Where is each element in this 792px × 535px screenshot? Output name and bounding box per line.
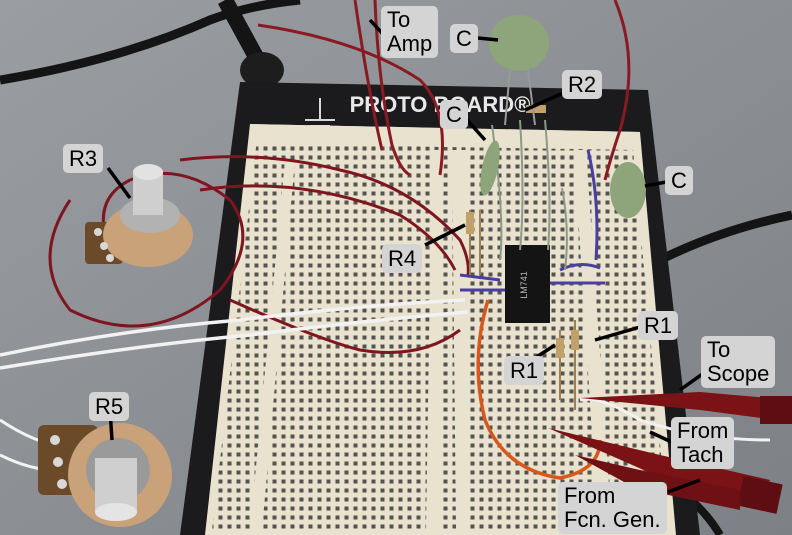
label-c-right: C [665,166,693,195]
label-c-top: C [450,24,478,53]
red-wire-to-amp-2 [353,0,384,151]
resistor-r4 [466,212,474,234]
label-r5: R5 [89,392,130,421]
resistor-r1-left [556,338,564,358]
purple-wires [459,263,605,292]
resistor-r1-right [571,330,579,350]
capacitor-right [610,162,646,218]
red-wire-r3-board-2 [199,184,457,271]
orange-wire [476,299,602,480]
white-wire-2 [0,310,469,370]
red-wire-lower [229,298,461,354]
label-r2: R2 [562,70,603,99]
potentiometer-r5 [38,423,172,527]
probe-scope [580,392,792,424]
capacitor-top [489,15,549,71]
purple-wire-vertical [586,149,599,261]
ic-chip [505,245,550,323]
red-wire-loop-r3 [48,171,245,328]
label-r4: R4 [382,244,423,273]
label-to-scope: To Scope [701,336,776,388]
channel-1 [250,160,295,530]
red-wire-to-amp-1 [373,0,411,177]
label-to-amp: To Amp [381,6,439,58]
label-r1-right: R1 [638,311,679,340]
capacitor-left [480,140,500,196]
ground-symbol-icon [305,98,335,133]
red-wire-right [603,0,631,181]
black-cable-left [0,0,301,85]
channel-3 [452,150,470,530]
red-wire-r3-board [179,155,470,276]
top-rail [250,124,640,150]
white-wire-1 [0,298,466,357]
red-wire-3 [257,23,444,176]
black-cable-right [657,210,792,265]
label-c-left: C [440,100,468,129]
channel-2 [426,150,444,530]
label-r3: R3 [63,144,104,173]
label-from-tach: From Tach [671,417,735,469]
potentiometer-r3 [85,164,193,267]
channel-4 [574,150,612,530]
resistor-r2 [526,105,546,113]
component-leads [491,119,568,271]
label-r1-left: R1 [504,356,545,385]
svg-text:LM741: LM741 [519,271,529,299]
label-from-fcn-gen: From Fcn. Gen. [558,482,667,534]
